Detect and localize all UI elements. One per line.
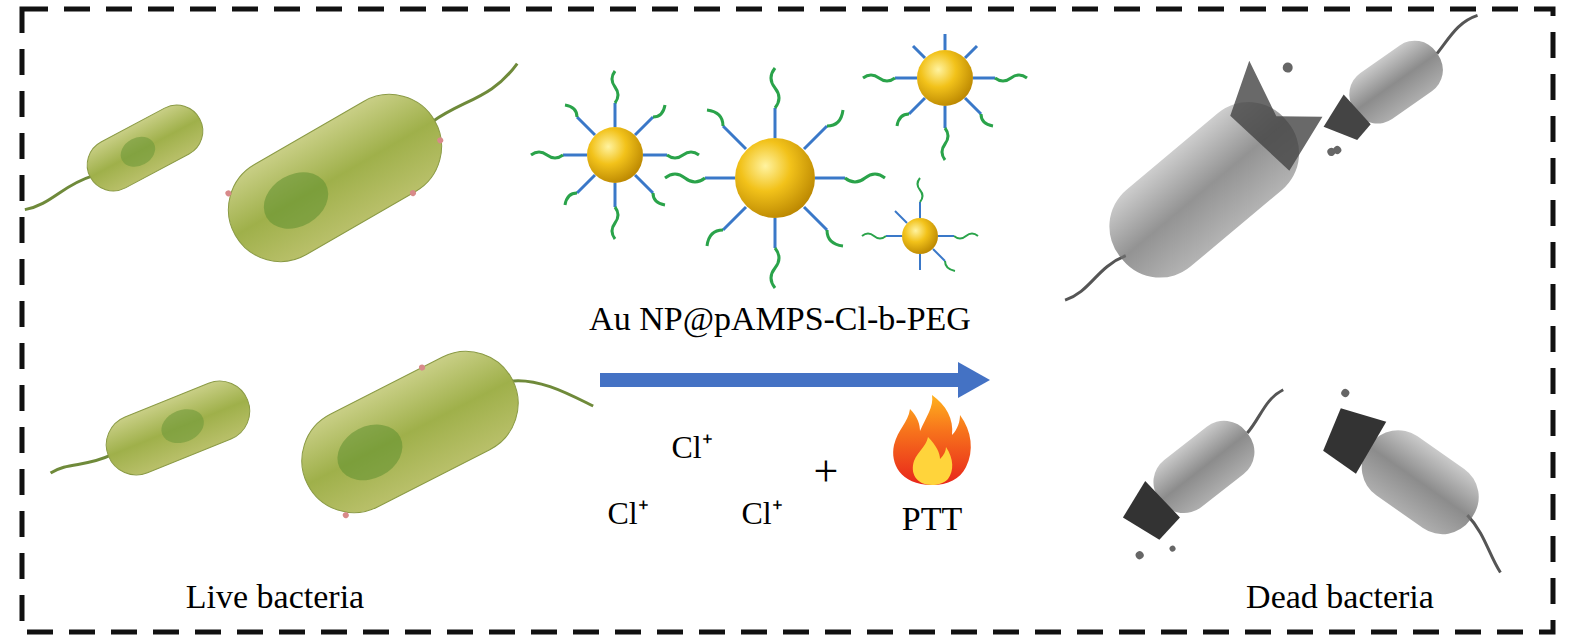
reaction-arrow [600,362,990,398]
live-bacteria [14,25,594,537]
product-name: Au NP@pAMPS-Cl-b-PEG [589,300,971,337]
plus-sign: + [814,448,839,496]
therapy-label: PTT [902,500,962,537]
gold-nanoparticles [531,34,1027,288]
chlorine-ion: Cl⁺ [607,496,648,531]
flame-icon [893,395,971,485]
chlorine-ion: Cl⁺ [671,430,712,465]
panel-label: Live bacteria [186,578,364,615]
dead-bacteria [1023,0,1537,579]
panel-label: Dead bacteria [1246,578,1434,615]
dashed-frame [22,9,1553,632]
chlorine-ion: Cl⁺ [741,496,782,531]
